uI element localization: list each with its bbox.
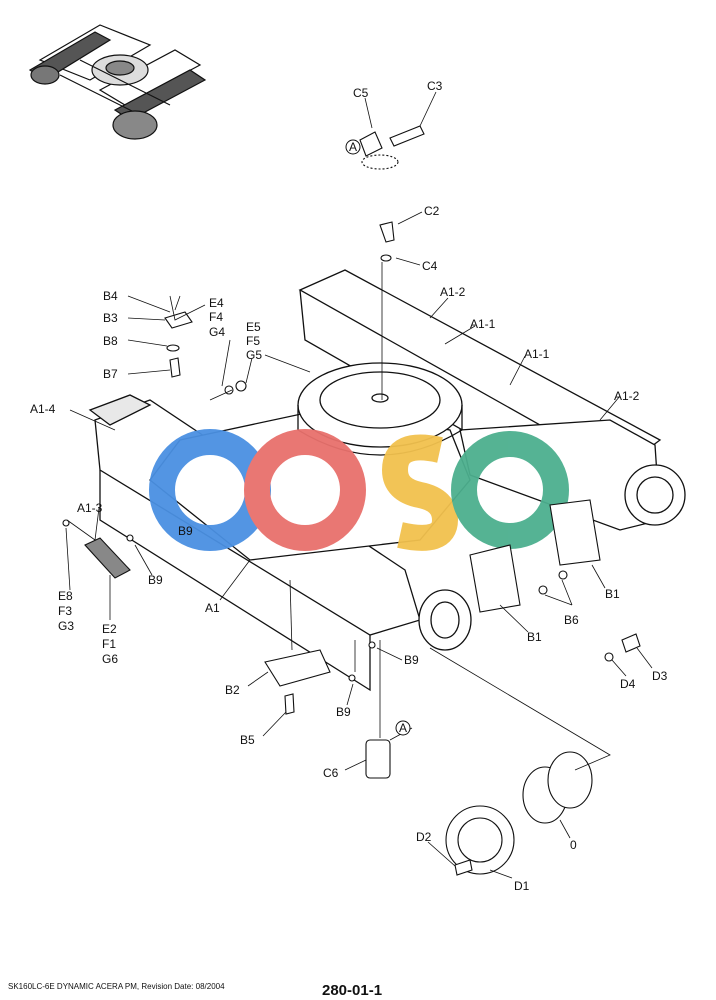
- watermark-letter-g: [244, 429, 366, 551]
- label-b7: B7: [103, 367, 118, 381]
- label-d4: D4: [620, 677, 636, 691]
- label-c2: C2: [424, 204, 440, 218]
- label-f5: F5: [246, 334, 260, 348]
- leader-lines: [65, 91, 653, 879]
- label-d2: D2: [416, 830, 432, 844]
- label-b1-low: B1: [527, 630, 542, 644]
- svg-text:A: A: [349, 140, 357, 154]
- label-c6: C6: [323, 766, 339, 780]
- label-g6: G6: [102, 652, 118, 666]
- label-b3: B3: [103, 311, 118, 325]
- label-b2: B2: [225, 683, 240, 697]
- page-number: 280-01-1: [322, 982, 383, 999]
- label-e4: E4: [209, 296, 224, 310]
- label-d1: D1: [514, 879, 530, 893]
- label-g5: G5: [246, 348, 262, 362]
- label-f4: F4: [209, 310, 223, 324]
- label-g3: G3: [58, 619, 74, 633]
- watermark-letter-c2: [451, 431, 569, 549]
- label-a1-4: A1-4: [30, 402, 56, 416]
- label-f3: F3: [58, 604, 72, 618]
- label-b9-left: B9: [148, 573, 163, 587]
- label-b9-right: B9: [404, 653, 419, 667]
- reference-marker-a: A A: [345, 139, 411, 736]
- label-a1-2-right: A1-2: [614, 389, 640, 403]
- undercarriage-thumbnail: [28, 24, 207, 140]
- svg-text:A: A: [399, 721, 407, 735]
- label-c3: C3: [427, 79, 443, 93]
- label-b8: B8: [103, 334, 118, 348]
- part-labels: C5 C3 C2 C4 B4 B3 B8 B7 E4 F4 G4 E5 F5 G…: [30, 79, 668, 893]
- label-a1-1-b: A1-1: [524, 347, 550, 361]
- label-d3: D3: [652, 669, 668, 683]
- label-a1-3: A1-3: [77, 501, 103, 515]
- label-c5: C5: [353, 86, 369, 100]
- label-zero: 0: [570, 838, 577, 852]
- parts: [62, 125, 641, 876]
- label-b9-wm: B9: [178, 524, 193, 538]
- label-b4: B4: [103, 289, 118, 303]
- label-b6: B6: [564, 613, 579, 627]
- footer-model-revision: SK160LC-6E DYNAMIC ACERA PM, Revision Da…: [8, 982, 225, 991]
- label-b9-low: B9: [336, 705, 351, 719]
- label-c4: C4: [422, 259, 438, 273]
- label-a1: A1: [205, 601, 220, 615]
- cgsc-watermark: [149, 429, 569, 551]
- watermark-letter-s: [381, 434, 459, 551]
- label-b1-right: B1: [605, 587, 620, 601]
- label-a1-2-top: A1-2: [440, 285, 466, 299]
- swing-bearing: [297, 362, 463, 456]
- label-f1: F1: [102, 637, 116, 651]
- label-e2: E2: [102, 622, 117, 636]
- label-b5: B5: [240, 733, 255, 747]
- label-e8: E8: [58, 589, 73, 603]
- label-e5: E5: [246, 320, 261, 334]
- label-a1-1-a: A1-1: [470, 317, 496, 331]
- label-g4: G4: [209, 325, 225, 339]
